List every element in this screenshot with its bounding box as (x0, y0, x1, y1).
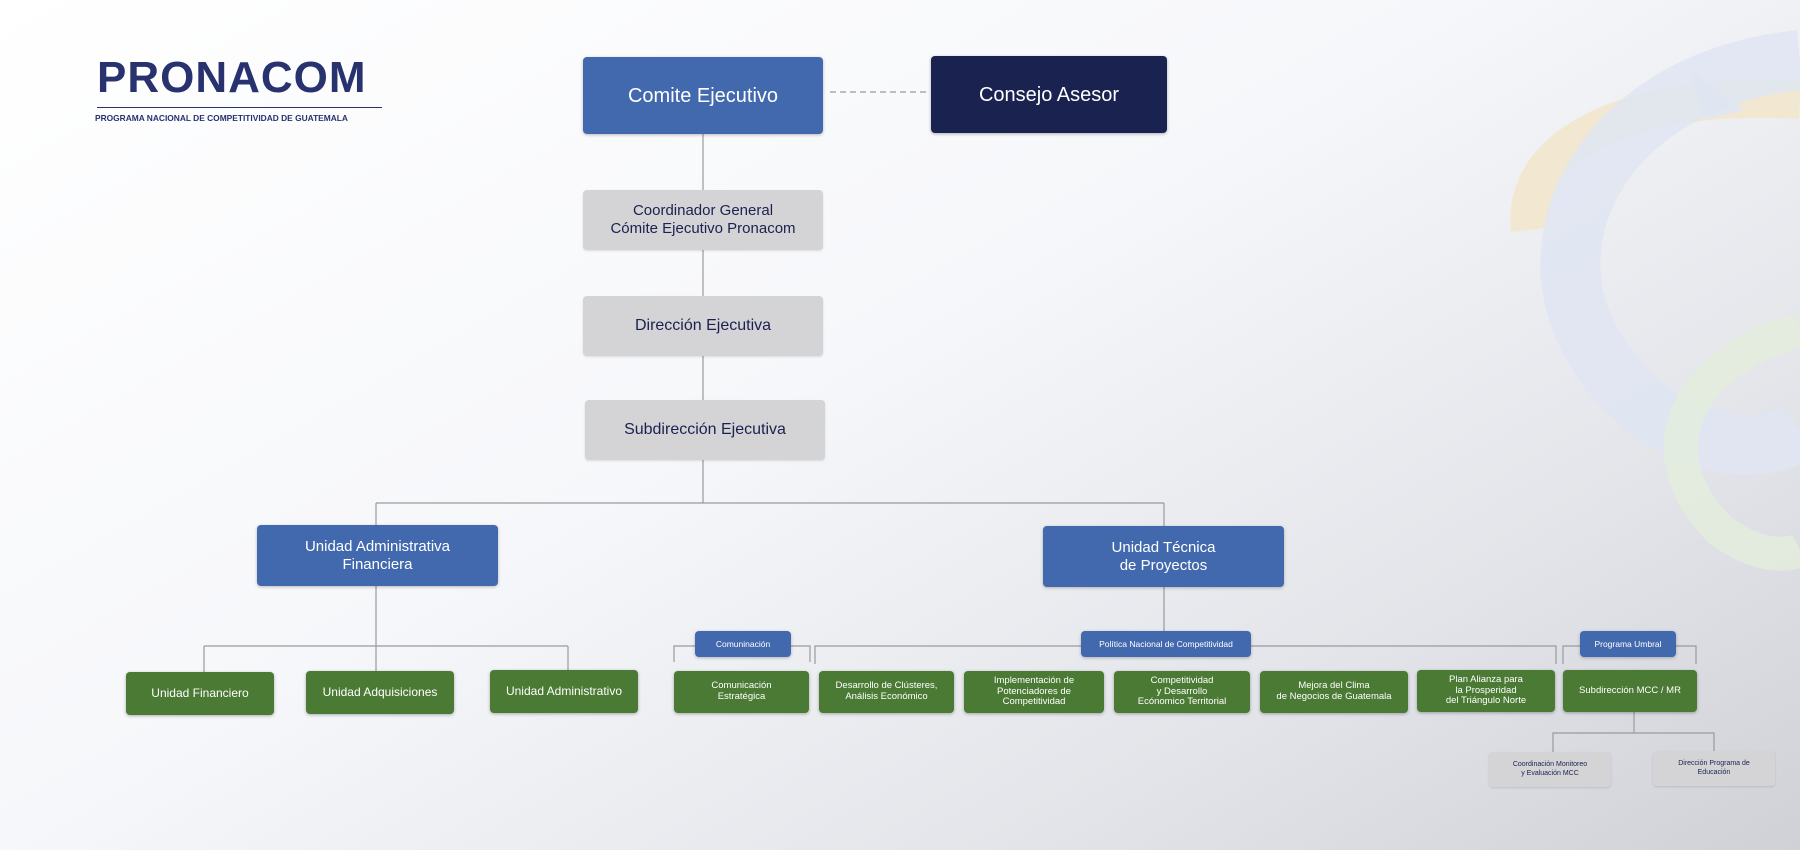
node-subdireccion-ejecutiva: Subdirección Ejecutiva (585, 400, 825, 460)
logo-subtitle: PROGRAMA NACIONAL DE COMPETITIVIDAD DE G… (95, 113, 348, 123)
node-comunicacion-estrategica: Comunicación Estratégica (674, 671, 809, 713)
node-coordinador-general: Coordinador General Cómite Ejecutivo Pro… (583, 190, 823, 250)
node-subdireccion-mcc: Subdirección MCC / MR (1563, 670, 1697, 712)
node-direccion-educacion: Dirección Programa de Educación (1653, 751, 1775, 786)
node-potenciadores-competitividad: Implementación de Potenciadores de Compe… (964, 671, 1104, 713)
header-politica-nacional: Política Nacional de Competitividad (1081, 631, 1251, 657)
logo-wordmark: PRONACOM (97, 53, 367, 102)
mcc-children-bus (1552, 732, 1715, 752)
pronacom-logo: PRONACOM PROGRAMA NACIONAL DE COMPETITIV… (92, 50, 392, 130)
node-consejo-asesor: Consejo Asesor (931, 56, 1167, 133)
node-unidad-tecnica-proyectos: Unidad Técnica de Proyectos (1043, 526, 1284, 587)
node-clima-negocios: Mejora del Clima de Negocios de Guatemal… (1260, 671, 1408, 713)
node-direccion-ejecutiva: Dirección Ejecutiva (583, 296, 823, 356)
node-unidad-financiero: Unidad Financiero (126, 672, 274, 715)
header-programa-umbral: Programa Umbral (1580, 631, 1676, 657)
node-unidad-adquisiciones: Unidad Adquisiciones (306, 671, 454, 714)
node-comite-ejecutivo: Comite Ejecutivo (583, 57, 823, 134)
node-unidad-administrativo: Unidad Administrativo (490, 670, 638, 713)
node-desarrollo-territorial: Competitividad y Desarrollo Ecónomico Te… (1114, 671, 1250, 713)
node-plan-alianza: Plan Alianza para la Prosperidad del Tri… (1417, 670, 1555, 712)
node-coordinacion-monitoreo: Coordinación Monitoreo y Evaluación MCC (1489, 752, 1611, 787)
node-desarrollo-clusteres: Desarrollo de Clústeres, Análisis Económ… (819, 671, 954, 713)
node-unidad-administrativa-financiera: Unidad Administrativa Financiera (257, 525, 498, 586)
header-comunicacion: Comuninación (695, 631, 791, 657)
logo-divider (97, 107, 382, 108)
